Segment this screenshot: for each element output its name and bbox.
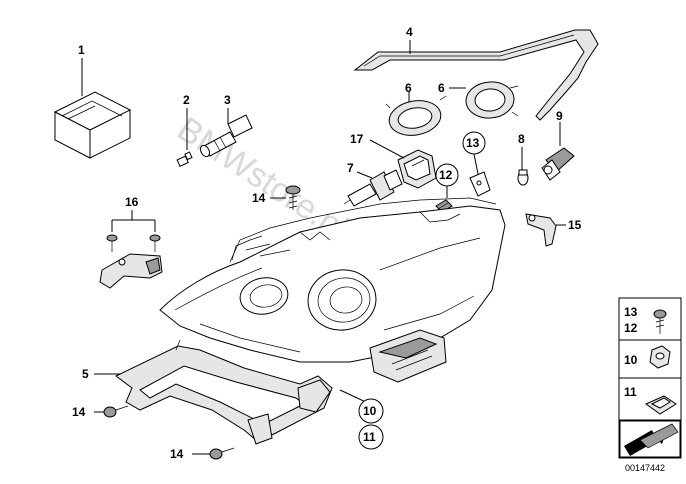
callout-3: 3	[224, 93, 231, 107]
svg-text:10: 10	[363, 404, 377, 418]
callout-14-bottom: 14	[170, 447, 184, 461]
document-id: 00147442	[625, 463, 665, 473]
callout-17: 17	[350, 132, 364, 146]
part-14-screw-top[interactable]	[285, 185, 301, 210]
svg-text:13: 13	[466, 136, 480, 150]
callout-5: 5	[82, 367, 89, 381]
callout-7: 7	[347, 161, 354, 175]
callout-4: 4	[406, 25, 413, 39]
part-13-clip[interactable]	[469, 171, 491, 197]
part-1-box[interactable]	[53, 91, 132, 159]
part-15-bracket[interactable]	[525, 213, 557, 247]
part-3-bulb-socket[interactable]	[199, 114, 253, 158]
part-17-holder[interactable]	[397, 149, 437, 189]
callout-1: 1	[78, 43, 85, 57]
legend-label-12: 12	[624, 321, 638, 335]
callout-2: 2	[183, 93, 190, 107]
part-4-seal-strip[interactable]	[353, 29, 599, 121]
callout-6-right: 6	[438, 81, 445, 95]
legend-nut-icon	[649, 345, 671, 369]
legend-screw-icon	[653, 309, 667, 334]
part-14-screw-middle[interactable]	[103, 405, 129, 418]
callout-14-top: 14	[252, 191, 266, 205]
callout-11-circled: 11	[358, 424, 384, 450]
part-6-ring-right[interactable]	[465, 80, 519, 120]
svg-text:11: 11	[363, 430, 376, 444]
callout-13-circled: 13	[462, 131, 486, 155]
legend-label-11: 11	[624, 385, 637, 399]
headlight-housing[interactable]	[159, 197, 506, 383]
part-2-bulb[interactable]	[176, 151, 193, 167]
callout-6-left: 6	[405, 81, 412, 95]
callout-15: 15	[568, 218, 582, 232]
legend-label-10: 10	[624, 353, 638, 367]
svg-text:12: 12	[439, 168, 453, 182]
part-8-bulb[interactable]	[517, 169, 529, 186]
callout-12-circled: 12	[435, 163, 459, 187]
part-6-ring-left[interactable]	[385, 95, 447, 139]
part-9-socket[interactable]	[541, 147, 575, 181]
callout-10-circled: 10	[358, 398, 384, 424]
part-5-support-frame[interactable]	[115, 339, 333, 445]
callout-9: 9	[556, 109, 563, 123]
callout-8: 8	[518, 132, 525, 146]
callout-14-middle: 14	[72, 405, 86, 419]
part-16-mount-bracket[interactable]	[99, 253, 163, 289]
legend-clip-nut-icon	[644, 395, 677, 415]
legend-arrow-icon	[619, 420, 681, 458]
part-16-screw-right[interactable]	[149, 234, 161, 252]
part-16-screw-left[interactable]	[106, 234, 118, 252]
legend-label-13: 13	[624, 305, 638, 319]
part-14-screw-bottom[interactable]	[209, 447, 235, 460]
part-7-bulb[interactable]	[343, 169, 403, 207]
callout-16: 16	[125, 195, 139, 209]
